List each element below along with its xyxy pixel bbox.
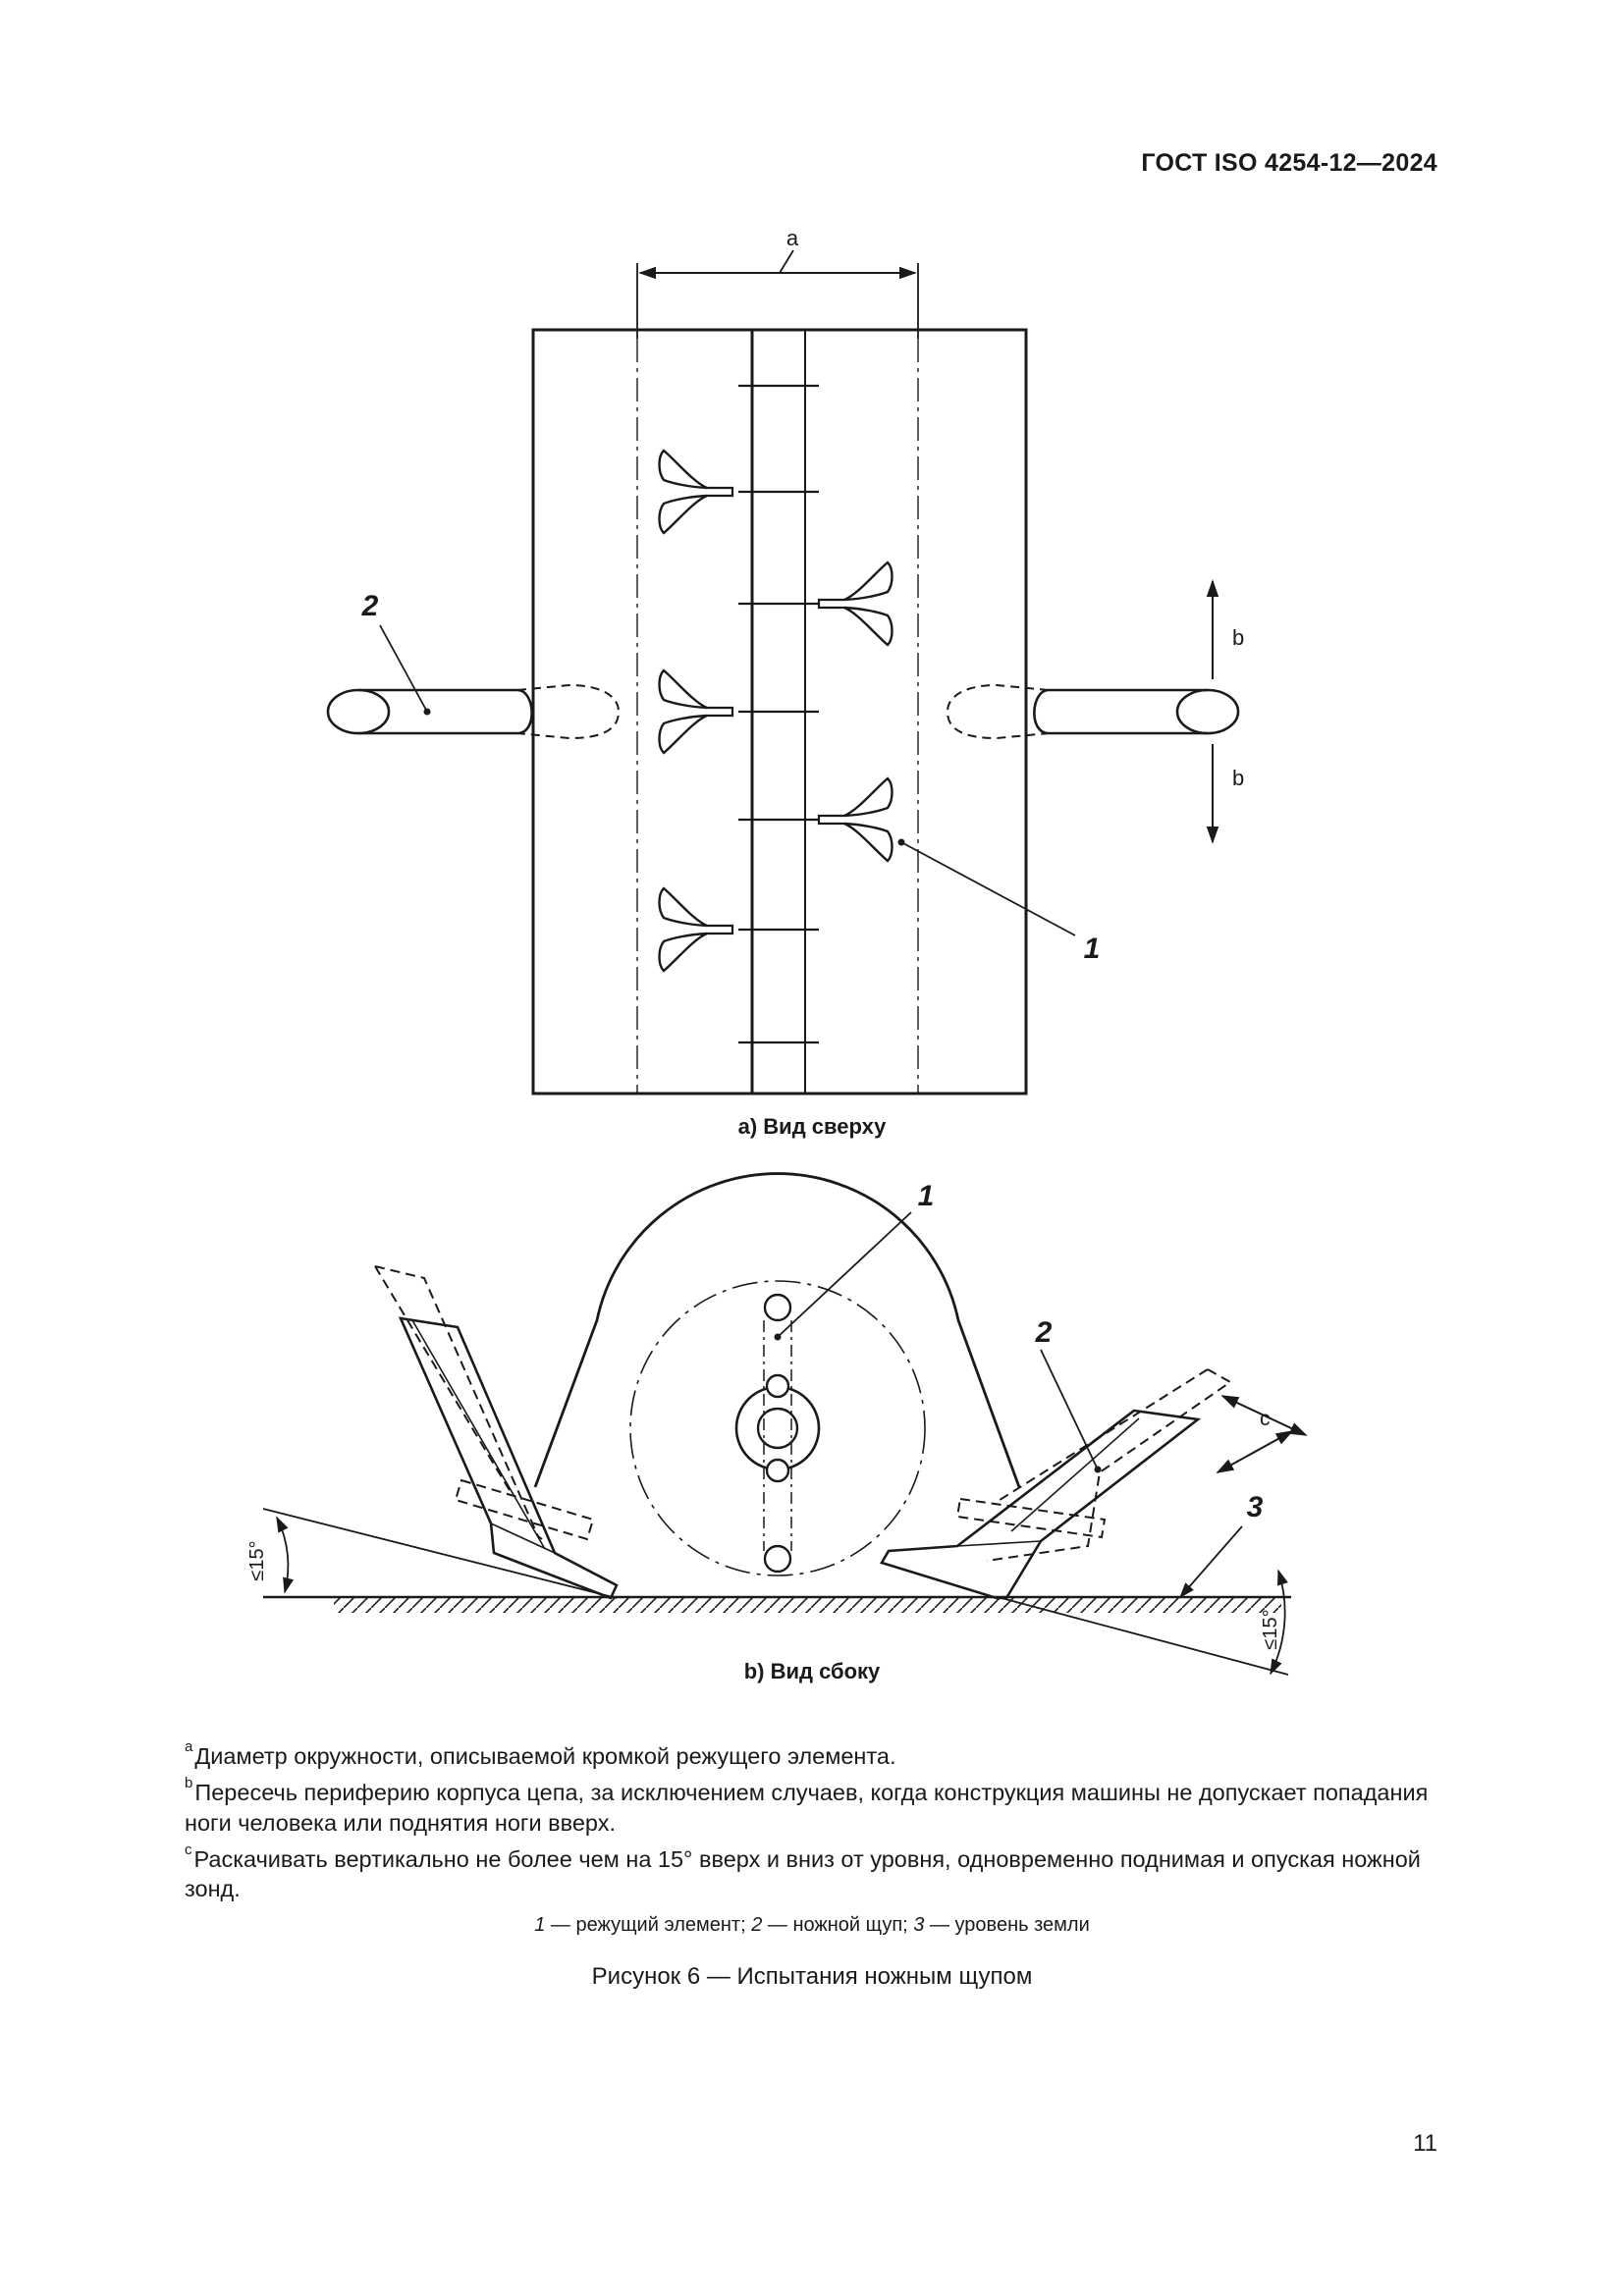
standard-header: ГОСТ ISO 4254-12—2024 bbox=[1141, 149, 1437, 177]
legend-text: — ножной щуп; bbox=[762, 1914, 914, 1936]
footnotes: aДиаметр окружности, описываемой кромкой… bbox=[185, 1735, 1451, 1904]
footnote-text: Диаметр окружности, описываемой кромкой … bbox=[194, 1742, 896, 1769]
footnote-marker: a bbox=[185, 1738, 193, 1755]
footnote-text: Пересечь периферию корпуса цепа, за искл… bbox=[185, 1779, 1429, 1836]
item-2-label-top: 2 bbox=[361, 590, 379, 622]
side-view-drawing: 1 ≤15° 2 c 3 ≤15 bbox=[246, 1172, 1308, 1676]
top-view-drawing: a 2 bbox=[326, 226, 1244, 1095]
legend-num: 1 bbox=[534, 1914, 546, 1936]
arrow-b-down-label: b bbox=[1232, 766, 1244, 790]
legend-num: 3 bbox=[913, 1914, 925, 1936]
angle-left-label: ≤15° bbox=[246, 1540, 268, 1580]
footnote-marker: b bbox=[185, 1774, 193, 1791]
footnote-text: Раскачивать вертикально не более чем на … bbox=[185, 1845, 1421, 1902]
footnote-marker: c bbox=[185, 1841, 192, 1858]
legend-num: 2 bbox=[751, 1914, 763, 1936]
arrow-c-label: c bbox=[1260, 1408, 1271, 1430]
footnote-b: bПересечь периферию корпуса цепа, за иск… bbox=[185, 1772, 1451, 1839]
item-1-label-top: 1 bbox=[1084, 933, 1101, 965]
legend-text: — режущий элемент; bbox=[545, 1914, 752, 1936]
figure-title: Рисунок 6 — Испытания ножным щупом bbox=[591, 1963, 1033, 1990]
item-1-label-side: 1 bbox=[918, 1180, 935, 1212]
dimension-a-label: a bbox=[786, 226, 799, 250]
view-b-caption: b) Вид сбоку bbox=[743, 1659, 881, 1683]
page-number: 11 bbox=[1413, 2130, 1437, 2157]
figure-legend: 1 — режущий элемент; 2 — ножной щуп; 3 —… bbox=[0, 1914, 1624, 1937]
footnote-a: aДиаметр окружности, описываемой кромкой… bbox=[185, 1735, 1451, 1772]
item-3-label: 3 bbox=[1247, 1491, 1264, 1523]
arrow-b-up-label: b bbox=[1232, 625, 1244, 650]
view-a-caption: а) Вид сверху bbox=[737, 1114, 887, 1139]
legend-text: — уровень земли bbox=[924, 1914, 1090, 1936]
angle-right-label: ≤15° bbox=[1260, 1609, 1281, 1649]
item-2-label-side: 2 bbox=[1035, 1316, 1053, 1349]
footnote-c: cРаскачивать вертикально не более чем на… bbox=[185, 1839, 1451, 1905]
